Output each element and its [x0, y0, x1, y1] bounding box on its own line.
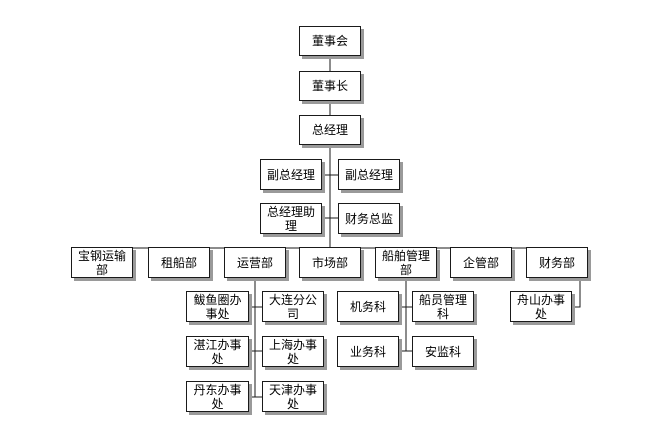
gm-assistant-box: 总经理助理 [260, 203, 322, 234]
finance-director-box: 财务总监 [338, 203, 400, 234]
department-enterprise-management: 企管部 [450, 247, 512, 278]
shanghai-office-box: 上海办事处 [262, 336, 324, 367]
board-of-directors-box: 董事会 [299, 26, 361, 56]
deputy-gm-left-box: 副总经理 [260, 159, 322, 190]
general-manager-box: 总经理 [299, 115, 361, 145]
department-baosteel-transport: 宝钢运输部 [71, 247, 133, 278]
safety-supervision-section-box: 安监科 [412, 336, 474, 367]
department-chartering: 租船部 [148, 247, 210, 278]
department-ship-management: 船舶管理部 [375, 247, 437, 278]
dalian-branch-box: 大连分公司 [262, 291, 324, 322]
department-finance: 财务部 [526, 247, 588, 278]
tianjin-office-box: 天津办事处 [262, 381, 324, 412]
zhoushan-office-box: 舟山办事处 [510, 291, 572, 322]
bayuquan-office-box: 鲅鱼圈办事处 [186, 291, 249, 322]
chairman-box: 董事长 [299, 71, 361, 101]
department-marketing: 市场部 [299, 247, 361, 278]
crew-management-section-box: 船员管理科 [412, 291, 474, 322]
business-section-box: 业务科 [337, 336, 399, 367]
deputy-gm-right-box: 副总经理 [338, 159, 400, 190]
zhanjiang-office-box: 湛江办事处 [186, 336, 249, 367]
machinery-section-box: 机务科 [337, 291, 399, 322]
dandong-office-box: 丹东办事处 [186, 381, 249, 412]
department-operations: 运营部 [224, 247, 286, 278]
